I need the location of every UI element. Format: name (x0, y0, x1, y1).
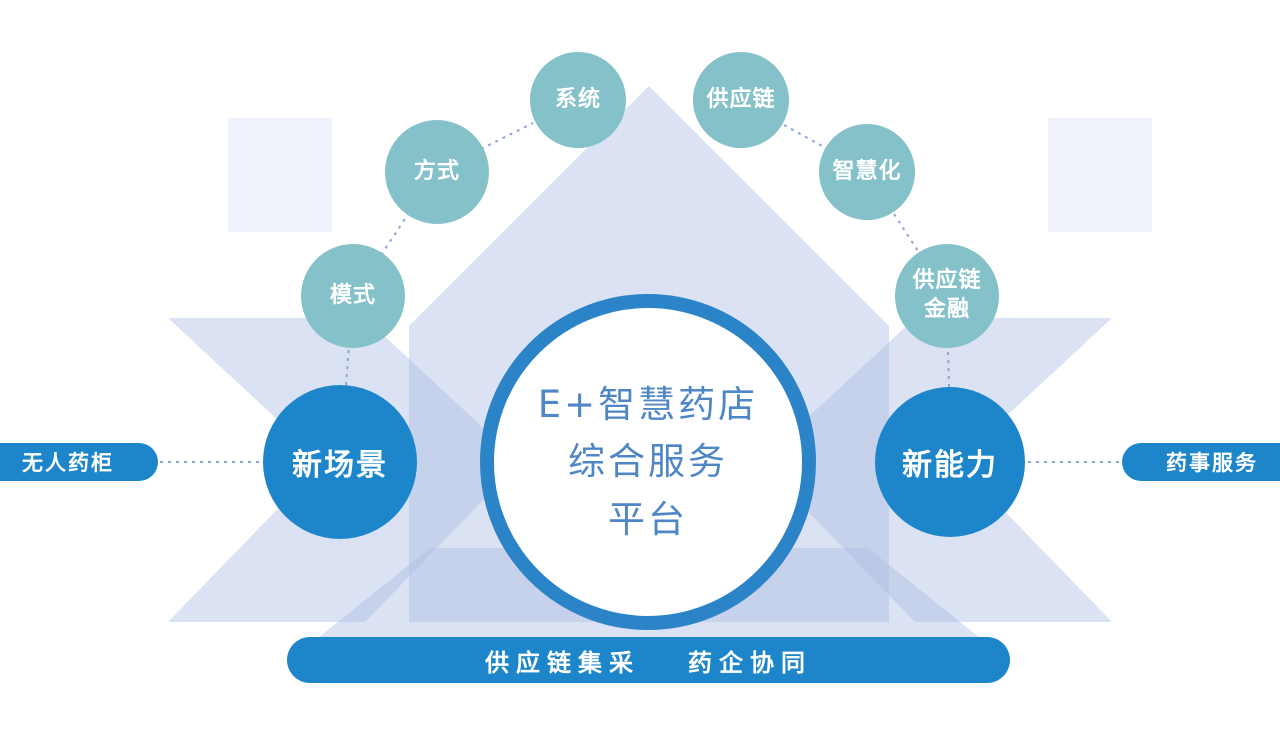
arc-node-method: 方式 (385, 120, 489, 224)
pharmacy-service-pill: 药事服务 (1122, 443, 1280, 481)
connector-rightnode-finance (947, 347, 950, 388)
unmanned-cabinet-pill: 无人药柜 (0, 443, 158, 481)
center-platform-title: E+智慧药店 综合服务 平台 (537, 382, 759, 541)
arc-node-label: 模式 (329, 282, 376, 308)
connector-method-system (480, 122, 534, 150)
new-capability-node: 新能力 (875, 387, 1025, 537)
arc-node-label: 方式 (413, 158, 460, 184)
dotted-connectors (160, 122, 1120, 463)
arc-node-label: 系统 (554, 86, 601, 112)
new-scenario-label: 新场景 (292, 448, 388, 483)
arc-node-label: 供应链 (706, 86, 776, 112)
arc-node-supply-chain: 供应链 (693, 52, 789, 148)
connector-smart-finance (893, 213, 921, 255)
connector-supplychain-smart (783, 124, 825, 148)
pharmacy-service-label: 药事服务 (1166, 451, 1258, 475)
connector-leftnode-mode (345, 345, 350, 386)
arc-node-label: 供应链 金融 (912, 268, 982, 322)
unmanned-cabinet-label: 无人药柜 (22, 451, 114, 475)
bg-faint-block-left (228, 118, 332, 232)
bg-faint-block-right (1048, 118, 1152, 232)
bottom-banner-item-collaboration: 药企协同 (688, 648, 812, 677)
new-capability-label: 新能力 (902, 448, 998, 483)
arc-node-smart: 智慧化 (819, 124, 915, 220)
arc-node-system: 系统 (530, 52, 626, 148)
arc-node-supply-chain-finance: 供应链 金融 (895, 244, 999, 348)
bottom-banner: 供应链集采 药企协同 (287, 637, 1010, 683)
arc-node-mode: 模式 (301, 244, 405, 348)
center-platform-circle: E+智慧药店 综合服务 平台 (480, 294, 816, 630)
bottom-banner-item-procurement: 供应链集采 (485, 648, 640, 677)
arc-node-label: 智慧化 (832, 158, 902, 184)
connector-mode-method (380, 212, 410, 256)
new-scenario-node: 新场景 (263, 385, 417, 539)
